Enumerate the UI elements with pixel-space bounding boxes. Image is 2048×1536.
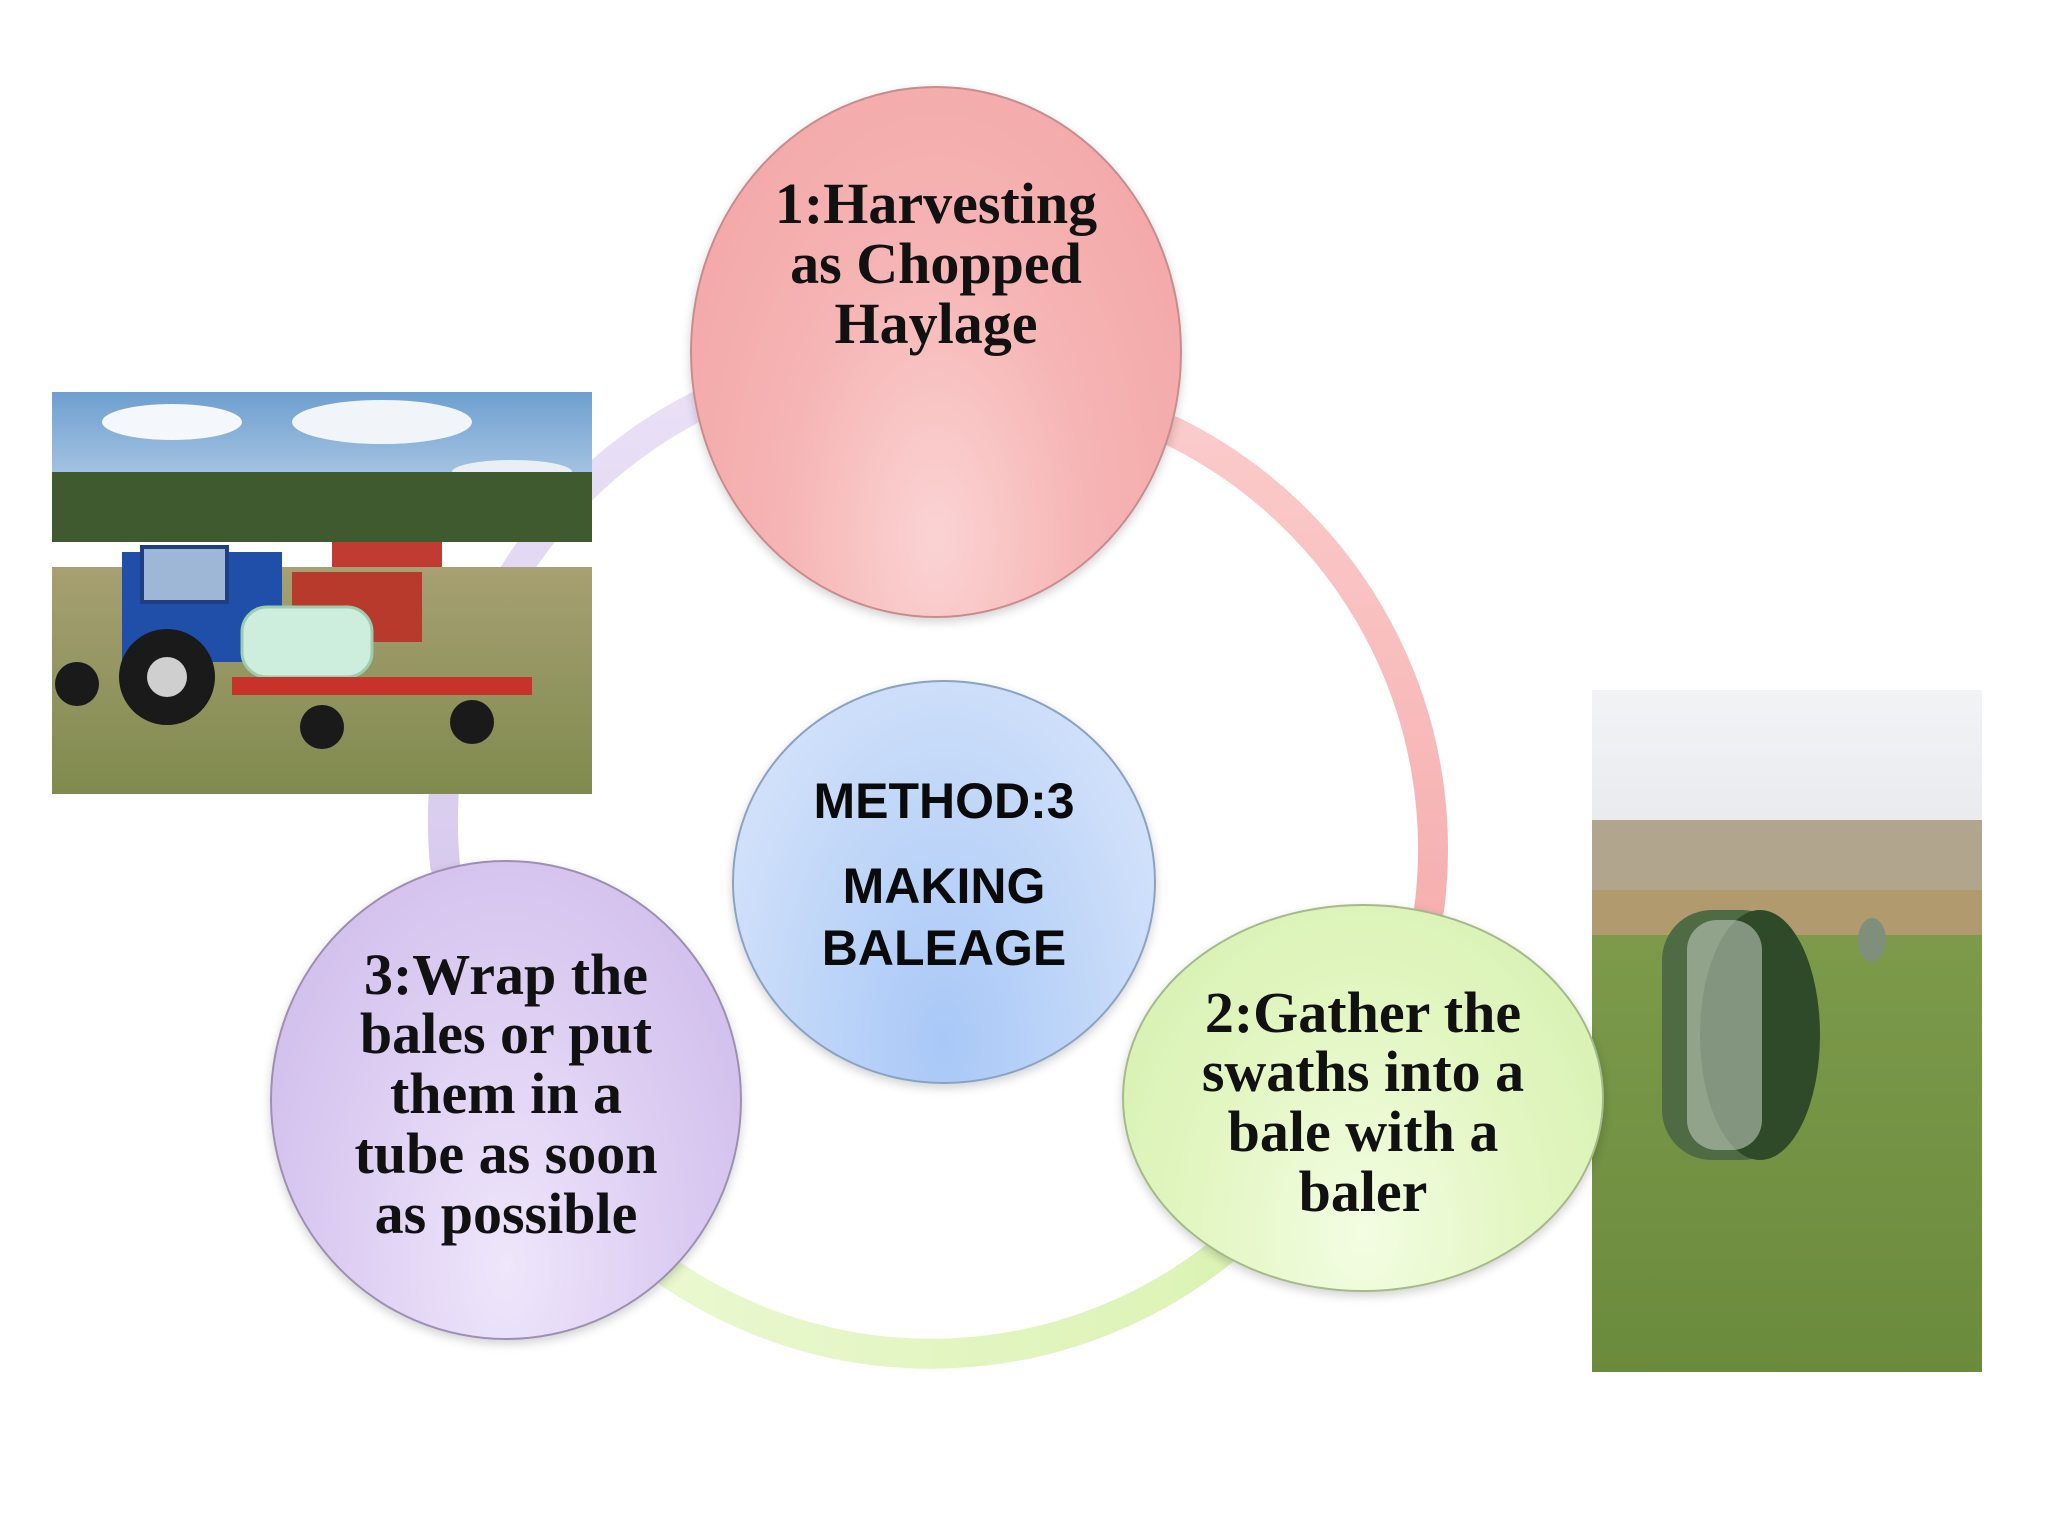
center-title: METHOD:3 [813, 773, 1075, 830]
bare-tree-line [1592, 820, 1982, 890]
step-3-node: 3:Wrap the bales or put them in a tube a… [270, 860, 742, 1340]
distant-bale [1858, 918, 1886, 962]
farm-building [332, 542, 442, 570]
tree-line [52, 472, 592, 542]
center-subtitle: MAKING BALEAGE [821, 857, 1067, 977]
step-1-node: 1:Harvesting as Chopped Haylage [690, 86, 1182, 618]
tractor-front-wheel [55, 662, 99, 706]
cloud [292, 400, 472, 444]
step-1-label: 1:Harvesting as Chopped Haylage [774, 171, 1098, 356]
bale-netting [1687, 920, 1762, 1150]
step-2-label: 2:Gather the swaths into a bale with a b… [1201, 979, 1525, 1224]
wrapper-wheel [300, 705, 344, 749]
tractor-baler-photo [52, 392, 592, 794]
wrapper-wheel [450, 700, 494, 744]
ring-segment-right [1157, 416, 1448, 925]
step-3-label: 3:Wrap the bales or put them in a tube a… [354, 941, 658, 1246]
wrapper-frame [232, 677, 532, 695]
cloud [102, 404, 242, 440]
tractor-rear-hub [147, 657, 187, 697]
ring-segment-bottom [650, 1230, 1245, 1369]
step-2-node: 2:Gather the swaths into a bale with a b… [1122, 904, 1604, 1292]
wrapped-bale [240, 605, 374, 679]
tractor-cab [140, 545, 229, 604]
center-node: METHOD:3 MAKING BALEAGE [732, 680, 1156, 1084]
wrapped-bale-photo [1592, 690, 1982, 1372]
